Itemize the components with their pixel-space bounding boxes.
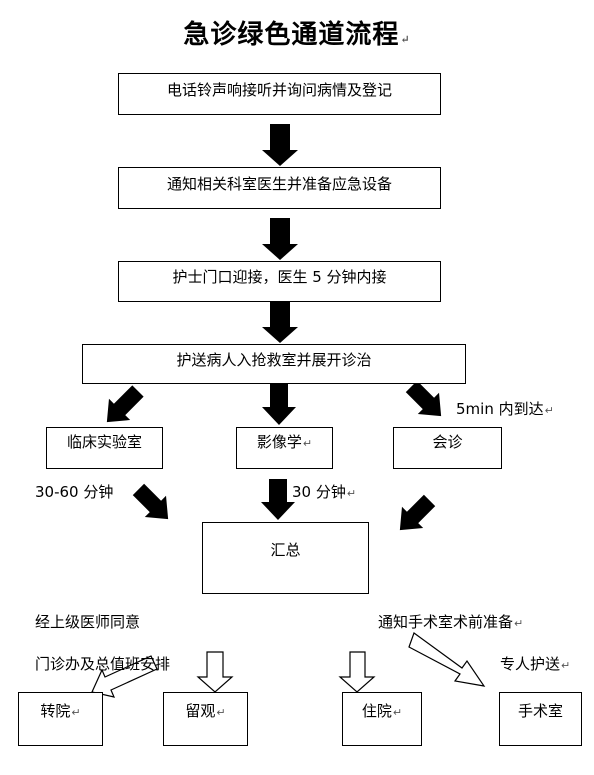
- branch-imaging: 影像学↵: [236, 427, 333, 469]
- arrow-lab-to-summary: [132, 483, 169, 520]
- paragraph-mark: ↵: [346, 487, 357, 500]
- label-escort: 专人护送↵: [500, 655, 571, 673]
- arrow-to-admission: [338, 651, 376, 693]
- label-imaging-time: 30 分钟↵: [292, 483, 357, 501]
- label-lab-time: 30-60 分钟: [35, 483, 114, 501]
- arrow-to-surgery: [408, 632, 486, 687]
- arrow-down-3: [262, 302, 298, 343]
- branch-clinical-lab: 临床实验室: [46, 427, 163, 469]
- arrow-to-transfer: [91, 655, 158, 698]
- outcome-observation: 留观↵: [163, 692, 248, 746]
- paragraph-mark: ↵: [392, 706, 403, 719]
- step-answer-call: 电话铃声响接听并询问病情及登记: [118, 73, 441, 115]
- paragraph-mark: ↵: [561, 659, 571, 672]
- branch-consultation: 会诊: [393, 427, 502, 469]
- paragraph-mark: ↵: [71, 706, 81, 719]
- paragraph-mark: ↵: [514, 617, 524, 630]
- step-notify-department: 通知相关科室医生并准备应急设备: [118, 167, 441, 209]
- paragraph-mark: ↵: [302, 437, 313, 450]
- diagram-title: 急诊绿色通道流程↵: [183, 20, 411, 50]
- summary-box: 汇总: [202, 522, 369, 594]
- label-consult-time: 5min 内到达↵: [456, 400, 554, 418]
- label-office-arrangement: 门诊办及总值班安排: [35, 655, 171, 673]
- arrow-to-consult: [405, 380, 442, 417]
- arrow-to-imaging: [262, 384, 296, 425]
- paragraph-mark: ↵: [544, 404, 554, 417]
- outcome-operating-room: 手术室: [499, 692, 582, 746]
- step-escort-rescue-room: 护送病人入抢救室并展开诊治: [82, 344, 466, 384]
- paragraph-mark: ↵: [400, 33, 411, 46]
- arrow-consult-to-summary: [399, 494, 436, 531]
- arrow-to-lab: [106, 385, 144, 423]
- arrow-to-observation: [196, 651, 234, 693]
- label-approval: 经上级医师同意: [35, 613, 141, 631]
- arrow-down-1: [262, 124, 298, 166]
- arrow-down-2: [262, 218, 298, 260]
- arrow-imaging-to-summary: [261, 479, 295, 520]
- outcome-admission: 住院↵: [342, 692, 422, 746]
- paragraph-mark: ↵: [216, 706, 226, 719]
- step-nurse-greet: 护士门口迎接，医生 5 分钟内接: [118, 261, 441, 302]
- outcome-transfer: 转院↵: [18, 692, 103, 746]
- label-notify-surgery: 通知手术室术前准备↵: [378, 613, 524, 631]
